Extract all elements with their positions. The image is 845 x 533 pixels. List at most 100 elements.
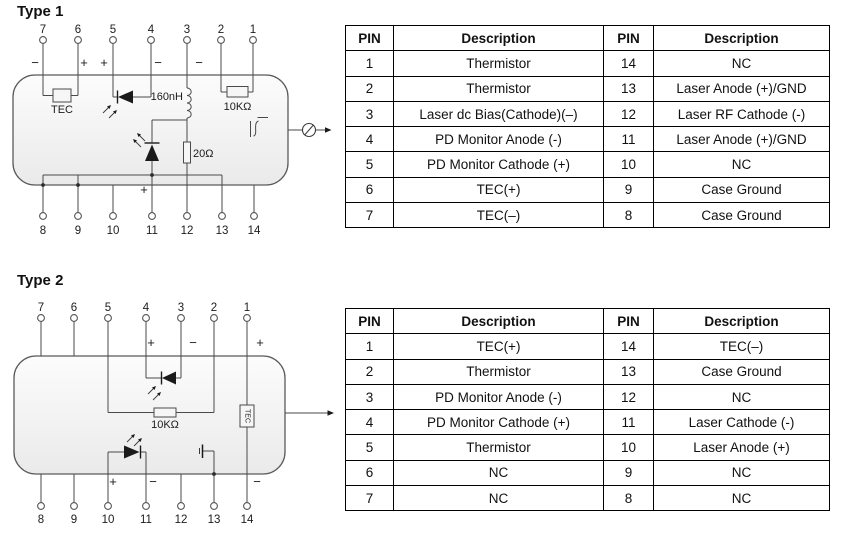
pin-number: 8 [40,225,46,237]
description-cell: NC [393,485,604,512]
pin-number: 4 [148,24,155,36]
pin-pad [37,314,45,322]
pin-cell: 4 [345,126,394,153]
table-header-row: PIN Description PIN Description [345,307,830,335]
junction-dot [212,472,216,476]
col-header: PIN [603,307,654,335]
description-cell: PD Monitor Cathode (+) [393,409,604,436]
package-outline [13,355,286,475]
pin-cell: 13 [603,75,654,102]
table-row: 1 TEC(+) 14 TEC(–) [345,333,830,360]
description-cell: TEC(+) [393,333,604,360]
pin-pad [147,36,155,44]
inductor-coil [186,87,192,119]
polarity-label: + [80,55,88,70]
pin-pad [39,36,47,44]
wire-leads [40,321,329,503]
thermistor-resistor-label: 10KΩ [151,419,179,431]
description-cell: Case Ground [653,202,830,229]
pin-number: 6 [75,24,81,36]
pin-number: 9 [75,225,81,237]
pin-cell: 7 [345,485,394,512]
pin-cell: 1 [345,333,394,360]
pin-cell: 10 [603,434,654,461]
type2-pinout-diagram: TEC 7 6 5 4 3 2 1 8 9 10 11 [13,302,334,526]
polarity-label: − [154,55,162,70]
table-row: 2 Thermistor 13 Case Ground [345,358,830,385]
pin-cell: 3 [345,100,394,128]
pin-cell: 12 [603,100,654,128]
description-cell: Thermistor [393,434,604,461]
description-cell: NC [653,485,830,512]
wire-leads [42,43,326,213]
description-cell: NC [653,459,830,487]
table-row: 4 PD Monitor Anode (-) 11 Laser Anode (+… [345,126,830,153]
table-row: 7 TEC(–) 8 Case Ground [345,202,830,229]
pin-number: 14 [241,514,254,526]
pin-number: 14 [248,225,261,237]
damping-resistor-label: 20Ω [193,148,213,160]
laser-diode-icon [133,133,160,161]
tec-label: TEC [51,104,73,116]
pin-number: 13 [208,514,221,526]
pin-pad [177,314,185,322]
pin-number: 11 [146,225,158,237]
pin-number: 1 [250,24,256,36]
pin-pad [104,314,112,322]
pin-pad [37,502,45,510]
pin-number: 4 [143,302,150,314]
polarity-label: − [189,335,197,350]
pin-cell: 6 [345,176,394,204]
pin-cell: 9 [603,176,654,204]
pin-cell: 5 [345,151,394,178]
pin-cell: 3 [345,383,394,411]
pin-cell: 13 [603,358,654,385]
pin-pad [243,502,251,510]
tec-label: TEC [244,409,251,423]
pin-cell: 4 [345,409,394,436]
inductor-label: 160nH [151,91,183,103]
pin-cell: 12 [603,383,654,411]
pin-cell: 11 [603,126,654,153]
pin-pad [74,36,82,44]
table-row: 3 Laser dc Bias(Cathode)(–) 12 Laser RF … [345,100,830,128]
pin-pad [39,212,47,220]
description-cell: NC [393,459,604,487]
pin-pad [70,502,78,510]
monitor-photodiode-icon [102,90,133,119]
thermistor-resistor [153,407,177,418]
description-cell: Laser Anode (+)/GND [653,126,830,153]
col-header: Description [393,24,604,52]
polarity-label: + [109,474,117,489]
polarity-label: + [147,335,155,350]
pin-cell: 7 [345,202,394,229]
description-cell: Laser Cathode (-) [653,409,830,436]
optical-isolator-icon [250,117,268,137]
polarity-label: − [253,474,261,489]
pin-cell: 14 [603,50,654,77]
table-row: 5 PD Monitor Cathode (+) 10 NC [345,151,830,178]
description-cell: NC [653,50,830,77]
pin-cell: 6 [345,459,394,487]
pin-pad [183,212,191,220]
pin-number: 10 [102,514,115,526]
table-row: 3 PD Monitor Anode (-) 12 NC [345,383,830,411]
pin-number: 3 [184,24,190,36]
pin-number: 9 [71,514,77,526]
table-row: 6 NC 9 NC [345,459,830,487]
type2-pin-table: PIN Description PIN Description 1 TEC(+)… [345,307,830,512]
description-cell: Thermistor [393,358,604,385]
pin-pad [243,314,251,322]
pin-number: 12 [181,225,194,237]
pin-pad [177,502,185,510]
col-header: PIN [603,24,654,52]
description-cell: Case Ground [653,358,830,385]
pin-number: 10 [107,225,120,237]
pin-cell: 14 [603,333,654,360]
table-row: 2 Thermistor 13 Laser Anode (+)/GND [345,75,830,102]
description-cell: TEC(+) [393,176,604,204]
description-cell: PD Monitor Anode (-) [393,126,604,153]
polarity-label: − [195,55,203,70]
pin-cell: 2 [345,75,394,102]
